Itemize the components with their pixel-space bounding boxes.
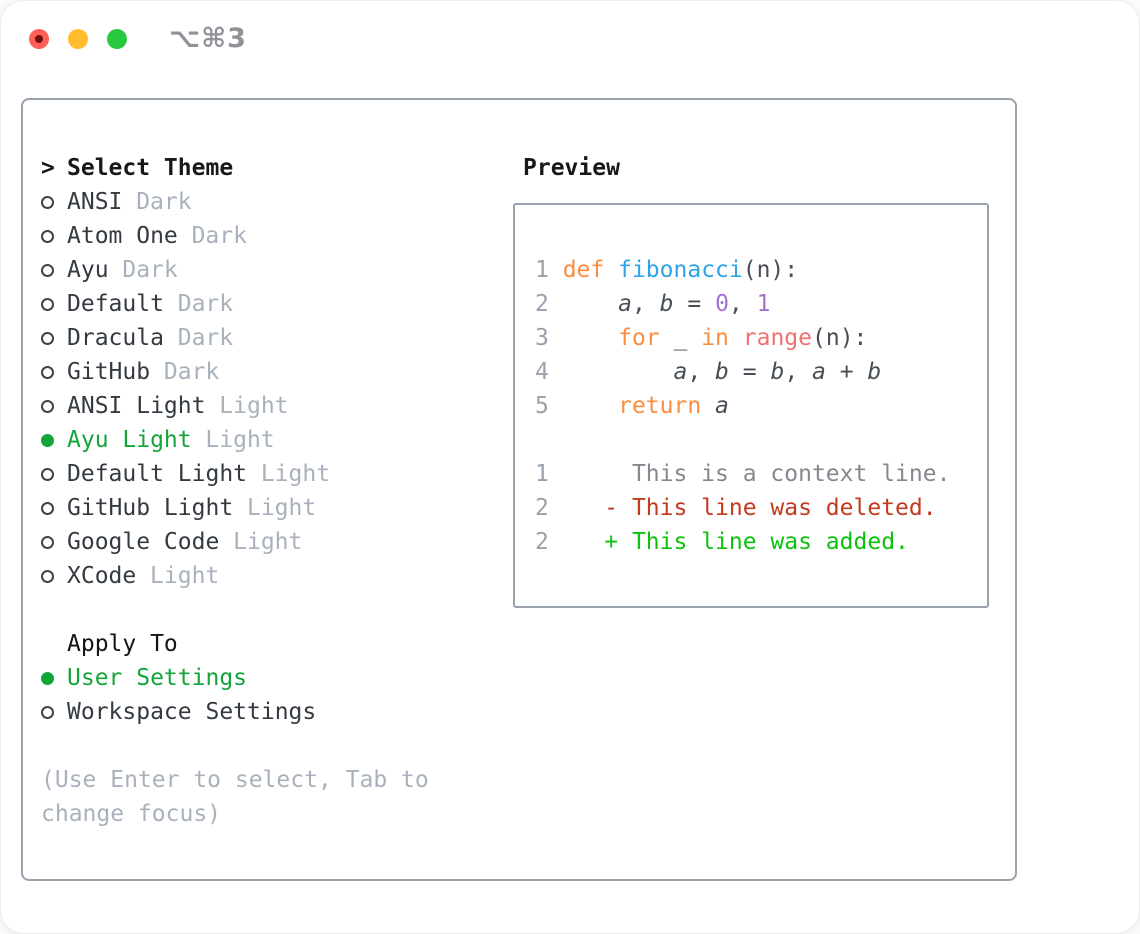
theme-list-item[interactable]: Ayu Light Light [41,423,503,457]
radio-circle-icon [41,433,67,447]
theme-name: ANSI [67,189,123,215]
apply-option-label: Workspace Settings [67,699,317,725]
code-line: 4 a, b = b, a + b [535,359,882,385]
radio-circle-icon [41,297,67,311]
select-theme-title: Select Theme [67,155,234,181]
apply-to-title: Apply To [67,631,178,657]
line-number: 5 [535,393,563,419]
line-number: 1 [535,257,563,283]
theme-variant-label: Light [233,529,303,555]
theme-list-item[interactable]: Dracula Dark [41,321,503,355]
theme-list-item[interactable]: Google Code Light [41,525,503,559]
radio-circle-icon [41,569,67,583]
radio-circle-icon [41,263,67,277]
hint-line-2: change focus) [41,801,222,827]
code-line: 5 return a [535,393,729,419]
theme-list-item[interactable]: Default Light Light [41,457,503,491]
radio-circle-icon [41,399,67,413]
theme-name: Default [67,291,164,317]
line-number: 2 [535,495,563,521]
theme-picker-panel: > Select Theme ANSI Dark Atom One Dark A… [21,98,1017,881]
theme-name: Atom One [67,223,178,249]
theme-variant-label: Light [150,563,220,589]
preview-box: 1 def fibonacci(n): 2 a, b = 0, 1 3 for _ … [513,203,989,608]
radio-circle-icon [41,229,67,243]
theme-list-item[interactable]: Atom One Dark [41,219,503,253]
line-number: 2 [535,529,563,555]
apply-to-list: User Settings Workspace Settings [41,661,503,729]
theme-name: Dracula [67,325,164,351]
theme-variant-label: Dark [191,223,247,249]
theme-list-item[interactable]: XCode Light [41,559,503,593]
code-line: 1 This is a context line. [535,461,951,487]
theme-variant-label: Dark [177,291,234,317]
theme-name: GitHub [67,359,151,385]
line-number: 3 [535,325,563,351]
line-number: 4 [535,359,563,385]
close-button[interactable] [29,29,49,49]
line-number: 1 [535,461,563,487]
theme-name: XCode [67,563,137,589]
traffic-lights [29,29,127,49]
zoom-button[interactable] [107,29,127,49]
apply-to-option[interactable]: User Settings [41,661,503,695]
theme-list-item[interactable]: ANSI Light Light [41,389,503,423]
preview-column: Preview 1 def fibonacci(n): 2 a, b = 0, 1… [503,151,1015,879]
theme-variant-label: Dark [122,257,178,283]
theme-list-item[interactable]: GitHub Light Light [41,491,503,525]
theme-list-item[interactable]: GitHub Dark [41,355,503,389]
apply-to-header: Apply To [41,627,503,661]
code-line: 2 - This line was deleted. [535,495,937,521]
title-bar: ⌥⌘3 [1,1,1139,98]
code-line: 2 a, b = 0, 1 [535,291,771,317]
theme-name: Ayu Light [67,427,192,453]
window-title: ⌥⌘3 [169,23,247,54]
radio-circle-icon [41,535,67,549]
theme-variant-label: Light [260,461,331,487]
theme-list: ANSI Dark Atom One Dark Ayu Dark Default… [41,185,503,593]
select-theme-header: > Select Theme [41,151,503,185]
spacer [41,593,503,627]
theme-variant-label: Dark [177,325,234,351]
code-line: 1 def fibonacci(n): [535,257,799,283]
radio-circle-icon [41,331,67,345]
theme-name: Ayu [67,257,109,283]
spacer [41,729,503,763]
radio-circle-icon [41,705,67,719]
code-line: 2 + This line was added. [535,529,909,555]
theme-list-column: > Select Theme ANSI Dark Atom One Dark A… [41,151,503,879]
apply-option-label: User Settings [67,665,248,691]
theme-name: Default Light [67,461,248,487]
radio-circle-icon [41,365,67,379]
theme-name: ANSI Light [67,393,206,419]
focus-caret-icon: > [41,155,55,181]
code-line: 3 for _ in range(n): [535,325,868,351]
theme-name: Google Code [67,529,220,555]
theme-list-item[interactable]: ANSI Dark [41,185,503,219]
preview-header: Preview [503,151,1015,185]
theme-name: GitHub Light [67,495,234,521]
theme-variant-label: Dark [136,189,192,215]
preview-title: Preview [523,155,620,181]
theme-list-item[interactable]: Ayu Dark [41,253,503,287]
line-number: 2 [535,291,563,317]
radio-circle-icon [41,501,67,515]
code-line [535,423,987,457]
radio-circle-icon [41,467,67,481]
theme-variant-label: Light [246,495,317,521]
theme-variant-label: Dark [163,359,220,385]
theme-variant-label: Light [205,427,275,453]
hint-line-1: (Use Enter to select, Tab to [41,767,429,793]
minimize-button[interactable] [68,29,88,49]
theme-list-item[interactable]: Default Dark [41,287,503,321]
apply-to-option[interactable]: Workspace Settings [41,695,503,729]
radio-circle-icon [41,195,67,209]
theme-variant-label: Light [219,393,289,419]
radio-circle-icon [41,671,67,685]
